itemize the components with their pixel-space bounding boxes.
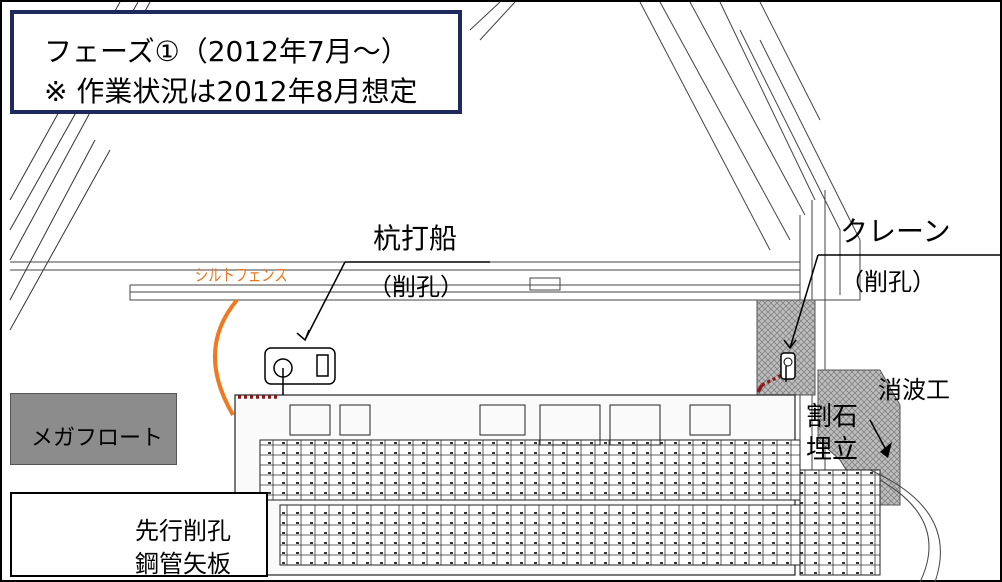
title-box: フェーズ①（2012年7月～） ※ 作業状況は2012年8月想定: [10, 10, 462, 114]
legend-item-steel-pipe-sheet-pile: 鋼管矢板: [135, 550, 231, 578]
pile-ship-icon: [264, 347, 336, 395]
north-breakwater: [469, 1, 821, 251]
pile-ship-label: 杭打船: [373, 222, 458, 255]
plant-row-2: [279, 504, 801, 566]
rubble-arrow: [880, 442, 892, 458]
rubble-label-2: 埋立: [806, 435, 859, 465]
title-line-1: フェーズ①（2012年7月～）: [44, 35, 409, 68]
drilling-label-right: （削孔）: [840, 268, 936, 296]
silt-fence-line: [213, 298, 239, 417]
megafloat-label: メガフロート: [31, 426, 164, 451]
legend-item-advance-drilling: 先行削孔: [135, 517, 231, 545]
wave-dissipation-label: 消波工: [878, 376, 950, 404]
plant-row-1: [259, 439, 801, 501]
title-line-2: ※ 作業状況は2012年8月想定: [44, 75, 418, 108]
drilling-label-left: （削孔）: [368, 273, 464, 301]
silt-fence-label: シルトフェンス: [195, 266, 288, 286]
legend-box: 先行削孔 鋼管矢板: [10, 492, 268, 578]
rubble-label-1: 割石: [806, 402, 859, 432]
megafloat-block: メガフロート: [10, 393, 177, 465]
crane-label: クレーン: [840, 215, 951, 248]
callout-lines: [296, 254, 1002, 449]
crane-icon: [780, 352, 796, 382]
plant-east: [799, 469, 881, 576]
